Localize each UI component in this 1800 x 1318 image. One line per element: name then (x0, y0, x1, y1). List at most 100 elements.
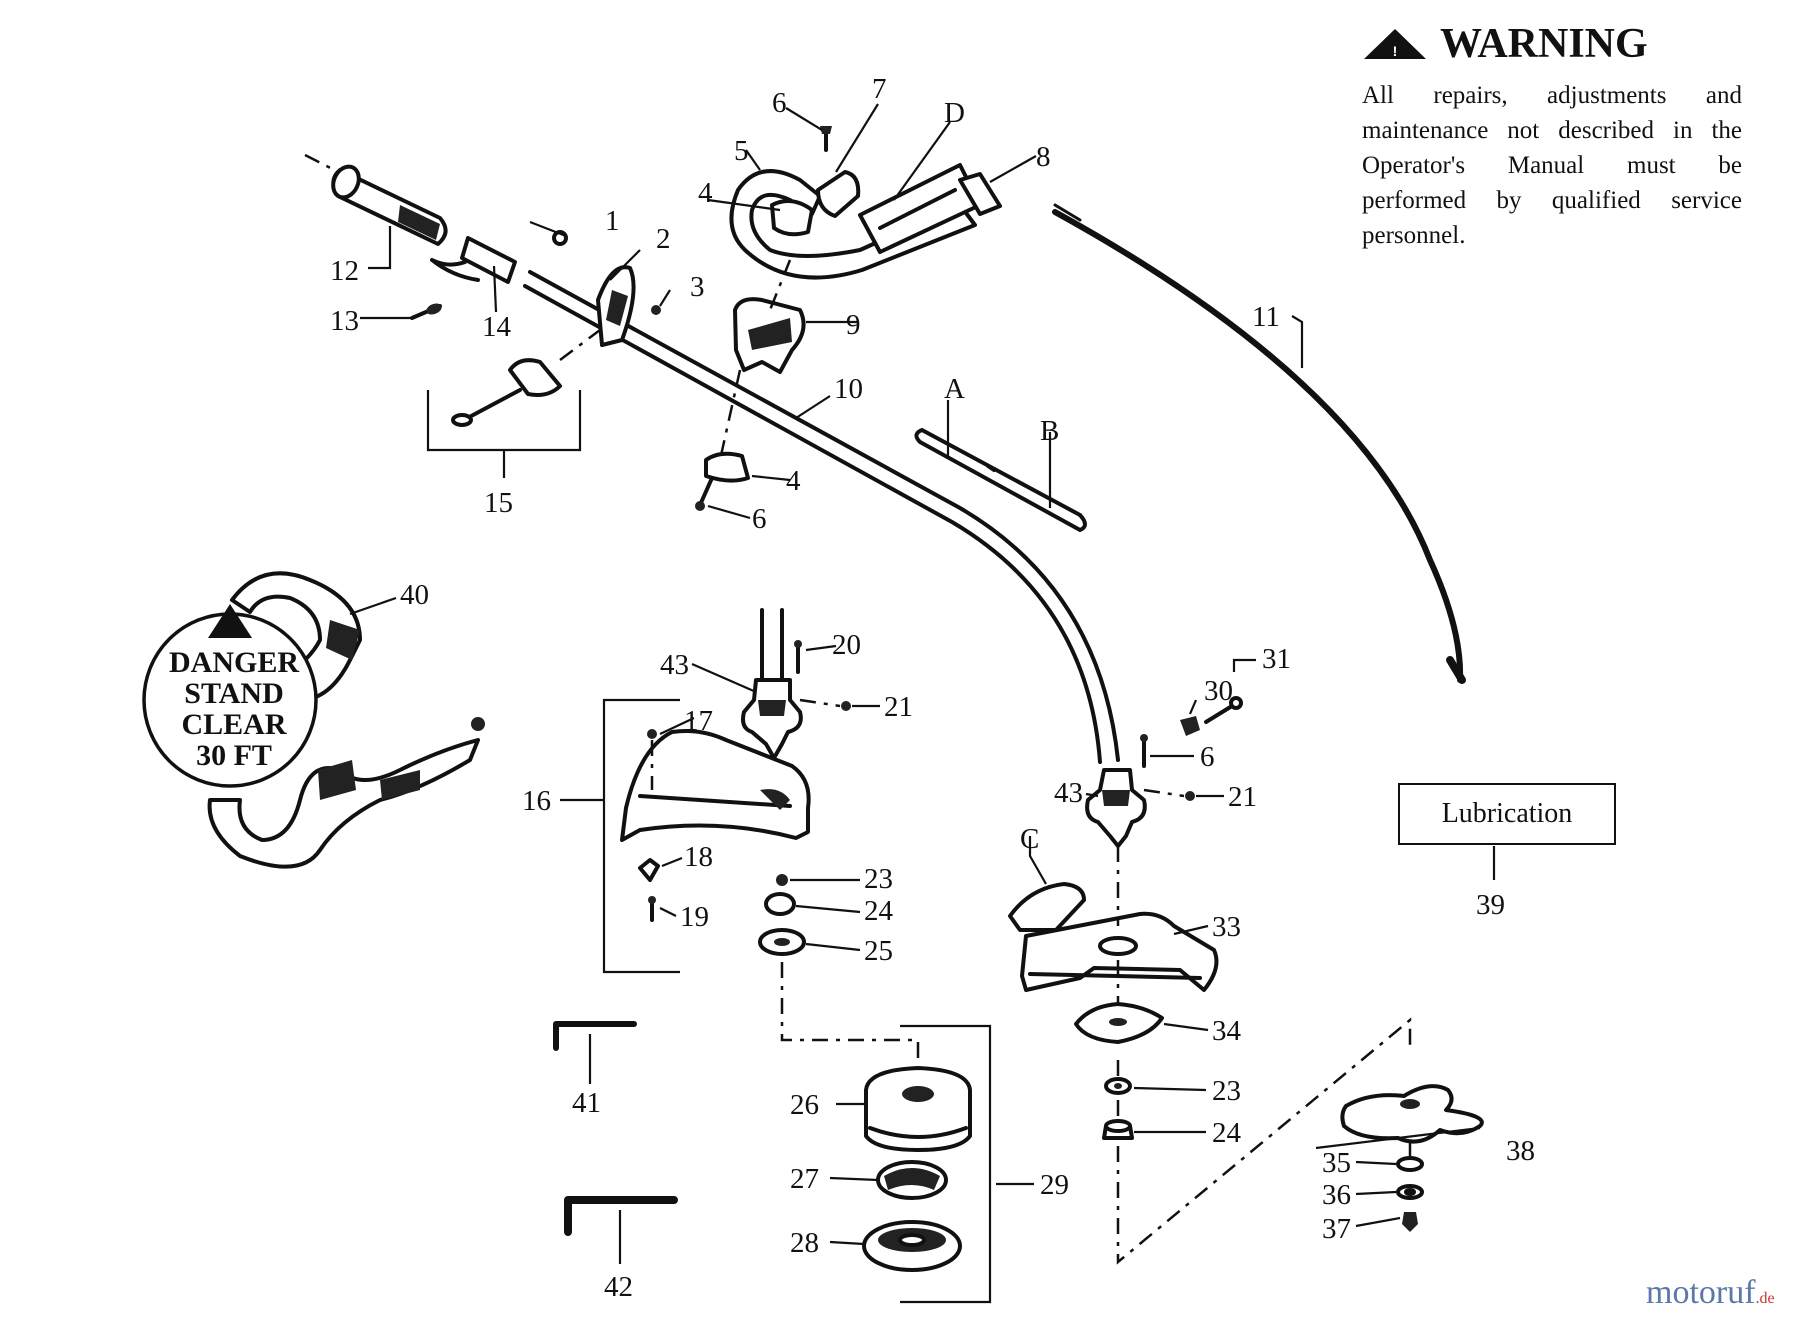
callout-a: A (944, 373, 965, 405)
part-16-guard-edge (638, 794, 792, 808)
callout-23-left: 23 (864, 863, 893, 895)
part-15-knob (451, 329, 601, 427)
callout-5: 5 (734, 135, 749, 167)
callout-19: 19 (680, 901, 709, 933)
callout-6-lower: 6 (752, 503, 767, 535)
callout-24-right: 24 (1212, 1117, 1242, 1149)
axis-right-lower (1116, 1017, 1412, 1265)
tool-a-b-divider (986, 464, 996, 472)
callout-20: 20 (832, 629, 861, 661)
callout-26: 26 (790, 1089, 819, 1121)
axis-21-left (799, 698, 841, 708)
axis-left-lower (780, 962, 920, 1060)
callout-24-left: 24 (864, 895, 894, 927)
callout-30: 30 (1204, 675, 1233, 707)
part-42-hex-key (564, 1196, 678, 1236)
tools-a-b (914, 428, 1087, 532)
part-31-screw (1204, 704, 1234, 724)
callout-17: 17 (684, 705, 713, 737)
callout-43-right: 43 (1054, 777, 1083, 809)
part-3-nut (651, 305, 661, 315)
part-43-housing-right (1085, 768, 1147, 848)
part-38-group (1340, 1084, 1484, 1232)
part-43-housing-left (741, 678, 803, 760)
part-21-nut-right (1185, 791, 1195, 801)
warning-text: All repairs, adjustments and maintenance… (1362, 82, 1742, 249)
leader-lines (349, 103, 1496, 1264)
left-shaft-stub (760, 608, 784, 682)
callout-23-right: 23 (1212, 1075, 1241, 1107)
callout-c: C (1020, 823, 1039, 855)
danger-triangle-icon (208, 604, 252, 638)
bracket-16 (602, 698, 680, 974)
watermark-logo: motoruf.de (1646, 1274, 1775, 1312)
part-41-hex-key (553, 1021, 637, 1051)
callout-37: 37 (1322, 1213, 1351, 1245)
part-10-shaft (523, 270, 1120, 764)
warning-title: WARNING (1440, 21, 1648, 67)
part-2-clamp (596, 265, 636, 347)
callout-13: 13 (330, 305, 359, 337)
callout-41: 41 (572, 1087, 601, 1119)
warning-box: ! WARNING All repairs, adjustments and m… (1362, 20, 1742, 253)
warning-triangle-icon: ! (1364, 29, 1426, 59)
part-13-screw-head (426, 303, 442, 315)
part-d-slot (878, 188, 957, 230)
callout-4-lower: 4 (786, 465, 801, 497)
callout-39: 39 (1476, 889, 1505, 921)
callout-8: 8 (1036, 141, 1051, 173)
callout-12: 12 (330, 255, 359, 287)
part-30-nut (1180, 716, 1200, 736)
callout-6-right: 6 (1200, 741, 1215, 773)
callout-40: 40 (400, 579, 429, 611)
callout-b: B (1040, 415, 1059, 447)
part-23-left (776, 874, 788, 886)
axis-21-right (1143, 788, 1185, 798)
callout-2: 2 (656, 223, 671, 255)
part-8-cap (958, 172, 1002, 216)
watermark-main: motoruf (1646, 1274, 1756, 1311)
callout-34: 34 (1212, 1015, 1242, 1047)
upper-shaft-group (304, 153, 1120, 764)
bracket-29 (900, 1024, 992, 1304)
callout-28: 28 (790, 1227, 819, 1259)
part-6-screw-top-head (820, 126, 832, 134)
danger-line-1: DANGER (169, 646, 299, 679)
callout-1: 1 (605, 205, 620, 237)
part-6-screw-lower-head (695, 501, 705, 511)
callout-21-left: 21 (884, 691, 913, 723)
callout-16: 16 (522, 785, 551, 817)
callout-18: 18 (684, 841, 713, 873)
part-18-clip (638, 858, 660, 882)
part-9-knob (733, 297, 806, 374)
part-11-cable (1052, 203, 1466, 684)
callout-14: 14 (482, 311, 512, 343)
callout-numbers: 1 2 3 4 5 6 7 8 D 9 10 A B 4 6 11 12 13 … (330, 73, 1535, 1303)
part-26-cap (864, 1066, 972, 1152)
part-4-clamp-upper (770, 199, 814, 237)
callout-7: 7 (872, 73, 887, 105)
callout-3: 3 (690, 271, 705, 303)
part-c-blade (1008, 882, 1086, 932)
left-guard-group (602, 608, 851, 974)
callout-15: 15 (484, 487, 513, 519)
spool-group (862, 1024, 992, 1304)
danger-line-4: 30 FT (196, 739, 272, 772)
svg-text:!: ! (1393, 43, 1398, 59)
callout-36: 36 (1322, 1179, 1351, 1211)
callout-38: 38 (1506, 1135, 1535, 1167)
callout-9: 9 (846, 309, 861, 341)
callout-d: D (944, 97, 965, 129)
callout-21-right: 21 (1228, 781, 1257, 813)
part-21-nut-left (841, 701, 851, 711)
callout-43-left: 43 (660, 649, 689, 681)
callout-35: 35 (1322, 1147, 1351, 1179)
left-washers (758, 874, 920, 1060)
part-38-nut (1340, 1084, 1484, 1144)
callout-6-top: 6 (772, 87, 787, 119)
callout-42: 42 (604, 1271, 633, 1303)
tool-a-b-rod (914, 428, 1087, 532)
callout-4-upper: 4 (698, 177, 713, 209)
part-35-washer (1396, 1156, 1424, 1172)
